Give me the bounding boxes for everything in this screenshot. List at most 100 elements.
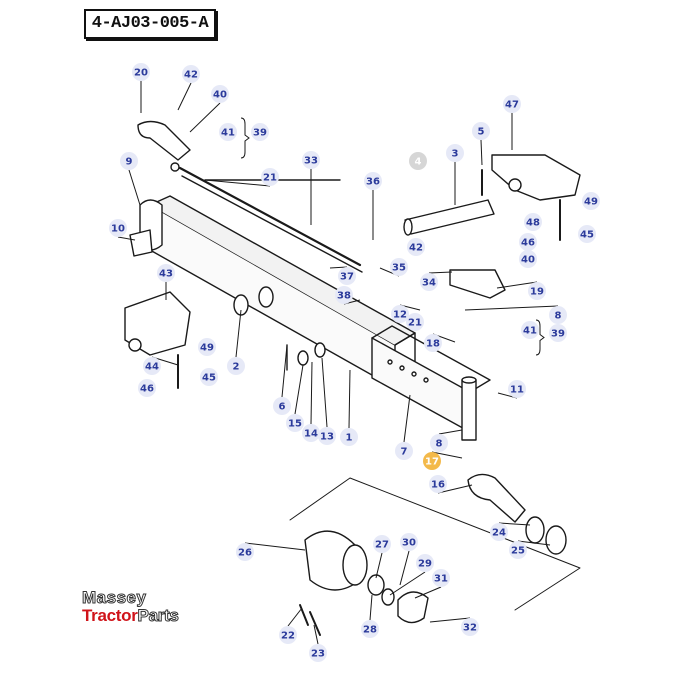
callout-number-39a: 39 (253, 128, 267, 139)
callout-number-6: 6 (279, 402, 286, 413)
callout-27[interactable]: 27 (373, 535, 391, 579)
callout-number-38: 38 (337, 291, 351, 302)
callout-9[interactable]: 9 (120, 152, 141, 206)
leader-line-19 (496, 281, 538, 289)
callout-badge-11 (508, 380, 526, 398)
callout-badge-42b (407, 238, 425, 256)
callout-18[interactable]: 18 (424, 333, 456, 352)
callout-19[interactable]: 19 (496, 281, 546, 300)
callout-11[interactable]: 11 (497, 380, 526, 399)
callout-46b[interactable]: 46 (138, 379, 156, 397)
callout-47[interactable]: 47 (503, 95, 521, 150)
callout-39b[interactable]: 39 (549, 324, 567, 342)
leader-line-7 (403, 394, 411, 443)
callout-44[interactable]: 44 (143, 356, 179, 375)
callout-29[interactable]: 29 (389, 554, 434, 596)
mounting-bracket-left (124, 291, 191, 356)
callout-10[interactable]: 10 (109, 219, 136, 241)
callout-35[interactable]: 35 (379, 258, 408, 277)
callout-48a[interactable]: 48 (524, 213, 542, 231)
callout-8b[interactable]: 8 (430, 429, 463, 452)
callout-badge-16 (429, 475, 447, 493)
callout-45a[interactable]: 45 (578, 225, 596, 243)
callout-42a[interactable]: 42 (177, 65, 200, 111)
callout-30[interactable]: 30 (399, 533, 418, 586)
callout-badge-24 (490, 523, 508, 541)
callout-12[interactable]: 12 (391, 304, 421, 323)
callout-5[interactable]: 5 (472, 122, 490, 166)
callout-15[interactable]: 15 (286, 364, 304, 432)
callout-3[interactable]: 3 (446, 144, 464, 205)
callout-number-21b: 21 (408, 318, 422, 329)
callout-number-22: 22 (281, 631, 295, 642)
callout-38[interactable]: 38 (335, 286, 361, 305)
callout-46a[interactable]: 46 (519, 233, 537, 251)
callout-13[interactable]: 13 (318, 357, 336, 445)
callout-25[interactable]: 25 (509, 540, 551, 559)
callout-1[interactable]: 1 (340, 369, 358, 446)
callout-badge-32 (461, 618, 479, 636)
callout-21a[interactable]: 21 (204, 168, 279, 187)
callout-41a[interactable]: 41 (219, 123, 237, 141)
callout-badge-45b (200, 368, 218, 386)
callout-2[interactable]: 2 (227, 309, 245, 375)
callout-badge-10 (109, 219, 127, 237)
callout-number-10: 10 (111, 224, 125, 235)
callout-badge-47 (503, 95, 521, 113)
callout-badge-28 (361, 620, 379, 638)
callout-number-30: 30 (402, 538, 416, 549)
callout-49b[interactable]: 49 (198, 338, 216, 356)
callout-21b[interactable]: 21 (406, 313, 424, 331)
callout-43[interactable]: 43 (157, 264, 175, 300)
callout-40b[interactable]: 40 (519, 250, 537, 268)
callout-37[interactable]: 37 (329, 266, 356, 285)
leader-line-26 (244, 542, 306, 551)
callout-badge-40b (519, 250, 537, 268)
callout-28[interactable]: 28 (361, 594, 379, 638)
callout-16[interactable]: 16 (429, 475, 473, 494)
callout-23[interactable]: 23 (309, 624, 327, 662)
callout-32[interactable]: 32 (429, 617, 479, 636)
callout-41b[interactable]: 41 (521, 321, 539, 339)
callout-6[interactable]: 6 (273, 344, 291, 415)
callout-36[interactable]: 36 (364, 172, 382, 240)
callout-14[interactable]: 14 (302, 361, 320, 442)
callout-34[interactable]: 34 (420, 271, 453, 291)
callout-49a[interactable]: 49 (582, 192, 600, 210)
callout-number-20: 20 (134, 68, 148, 79)
callout-20[interactable]: 20 (132, 63, 150, 113)
callout-number-11: 11 (510, 385, 524, 396)
leader-line-29 (389, 571, 426, 596)
callout-badge-35 (390, 258, 408, 276)
callout-number-12: 12 (393, 310, 407, 321)
callout-40a[interactable]: 40 (189, 85, 229, 133)
callout-number-47: 47 (505, 100, 519, 111)
callout-badge-7 (395, 442, 413, 460)
callout-badge-18 (424, 334, 442, 352)
callout-badge-38 (335, 286, 353, 304)
callout-31[interactable]: 31 (414, 569, 450, 599)
callout-badge-46b (138, 379, 156, 397)
callout-4[interactable]: 4 (409, 152, 427, 170)
callout-badge-13 (318, 427, 336, 445)
leader-line-1 (348, 369, 351, 429)
callout-17[interactable]: 17 (423, 451, 463, 470)
callout-45b[interactable]: 45 (200, 368, 218, 386)
callout-badge-26 (236, 543, 254, 561)
callout-number-40b: 40 (521, 255, 535, 266)
callout-number-37: 37 (340, 272, 354, 283)
callout-8a[interactable]: 8 (464, 305, 567, 324)
callout-26[interactable]: 26 (236, 542, 306, 561)
callout-22[interactable]: 22 (279, 607, 303, 644)
callout-7[interactable]: 7 (395, 394, 413, 460)
callout-33[interactable]: 33 (302, 151, 320, 225)
callout-number-5: 5 (478, 127, 485, 138)
callout-number-18: 18 (426, 339, 440, 350)
callout-24[interactable]: 24 (490, 522, 531, 541)
callout-badge-22 (279, 626, 297, 644)
callout-42b[interactable]: 42 (407, 238, 425, 256)
hub-cap (397, 591, 429, 624)
leader-line-27 (375, 552, 383, 579)
callout-39a[interactable]: 39 (251, 123, 269, 141)
